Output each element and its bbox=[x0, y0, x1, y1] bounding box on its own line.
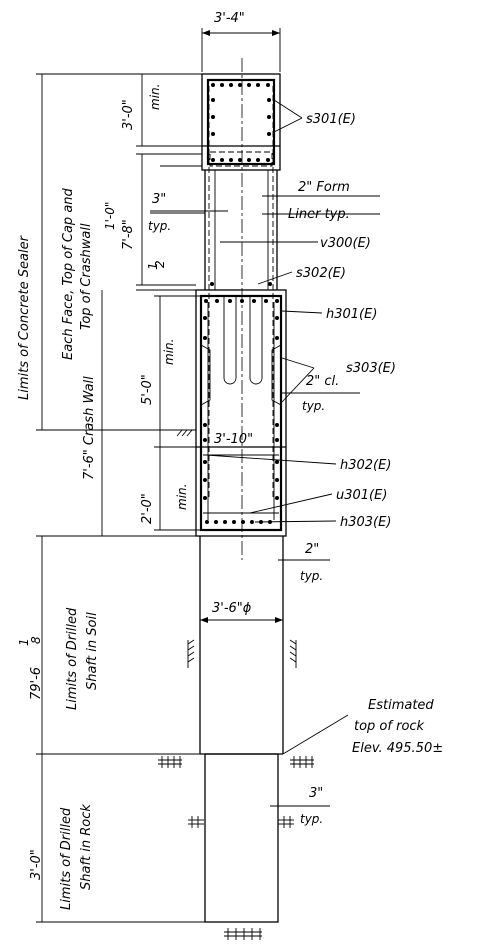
bar-mark-u301: u301(E) bbox=[336, 488, 387, 503]
dim-top-width: 3'-4" bbox=[214, 11, 245, 26]
dim-wall-cover: 2" cl. bbox=[306, 374, 339, 389]
dimension-text: 3'-4" 3'-0" min. 7'-8" 1'-0" 3" typ. 1 2… bbox=[17, 11, 339, 880]
dim-cap-min: min. bbox=[148, 84, 162, 110]
note-rock-est-1: Estimated bbox=[368, 698, 434, 713]
dim-rock-cover-typ: typ. bbox=[300, 812, 323, 826]
dim-lower-height: 2'-0" bbox=[140, 493, 155, 524]
bar-mark-h303: h303(E) bbox=[340, 515, 391, 530]
dim-shaft-cover: 2" bbox=[305, 542, 319, 557]
dim-rock-cover: 3" bbox=[309, 786, 323, 801]
note-rock-line-2: Shaft in Rock bbox=[79, 804, 94, 890]
bar-mark-s302: s302(E) bbox=[296, 266, 346, 281]
note-sealer-line-3: Top of Crashwall bbox=[79, 223, 94, 330]
bar-mark-s303: s303(E) bbox=[346, 361, 396, 376]
dim-crash-wall-min: min. bbox=[162, 339, 176, 365]
dim-half-inch-den: 2 bbox=[153, 260, 167, 268]
dim-rock-length: 3'-0" bbox=[29, 849, 44, 880]
dim-bar-spacing: 3" bbox=[152, 192, 166, 207]
leader-lines bbox=[205, 99, 349, 755]
structure-outline bbox=[195, 58, 287, 923]
dim-crash-wall-width: 3'-10" bbox=[214, 432, 253, 447]
dim-crash-wall-height: 5'-0" bbox=[140, 374, 155, 405]
note-text: Limits of Concrete Sealer Each Face, Top… bbox=[17, 180, 443, 910]
dim-wall-cover-typ: typ. bbox=[302, 399, 325, 413]
note-sealer-line-1: Limits of Concrete Sealer bbox=[17, 234, 32, 400]
ground-hatch bbox=[158, 429, 314, 940]
bar-mark-s301: s301(E) bbox=[306, 112, 356, 127]
dim-shaft-soil-fraction-den: 8 bbox=[29, 636, 43, 644]
bar-mark-h302: h302(E) bbox=[340, 458, 391, 473]
dim-cap-height: 3'-0" bbox=[121, 99, 136, 130]
note-soil-line-1: Limits of Drilled bbox=[65, 607, 80, 710]
dimension-lines bbox=[36, 28, 380, 923]
rebar-dots bbox=[203, 83, 279, 524]
dim-shaft-soil-fraction: 1 bbox=[17, 638, 31, 646]
note-sealer-line-2: Each Face, Top of Cap and bbox=[61, 187, 76, 360]
dim-shaft-diameter: 3'-6"ϕ bbox=[212, 601, 252, 616]
bar-mark-v300: v300(E) bbox=[320, 236, 371, 251]
note-rock-est-3: Elev. 495.50± bbox=[352, 741, 443, 756]
note-rock-est-2: top of rock bbox=[354, 719, 425, 734]
rebar-cage bbox=[199, 78, 283, 532]
dim-half-inch-num: 1 bbox=[146, 262, 160, 270]
note-rock-line-1: Limits of Drilled bbox=[59, 807, 74, 910]
bar-mark-text: s301(E) v300(E) s302(E) h301(E) s303(E) … bbox=[296, 112, 396, 530]
dim-upper-height: 7'-8" bbox=[121, 219, 136, 250]
dim-shaft-cover-typ: typ. bbox=[300, 569, 323, 583]
note-soil-line-2: Shaft in Soil bbox=[85, 612, 100, 690]
dim-bar-spacing-typ: typ. bbox=[148, 219, 171, 233]
dim-upper-offset: 1'-0" bbox=[103, 202, 117, 230]
note-form-liner-1: 2" Form bbox=[298, 180, 350, 195]
note-form-liner-2: Liner typ. bbox=[288, 207, 350, 222]
dim-crash-wall-total: 7'-6" Crash Wall bbox=[82, 376, 97, 480]
dim-shaft-soil-length: 79'-6 bbox=[29, 667, 44, 700]
dim-lower-min: min. bbox=[175, 484, 189, 510]
bar-mark-h301: h301(E) bbox=[326, 307, 377, 322]
